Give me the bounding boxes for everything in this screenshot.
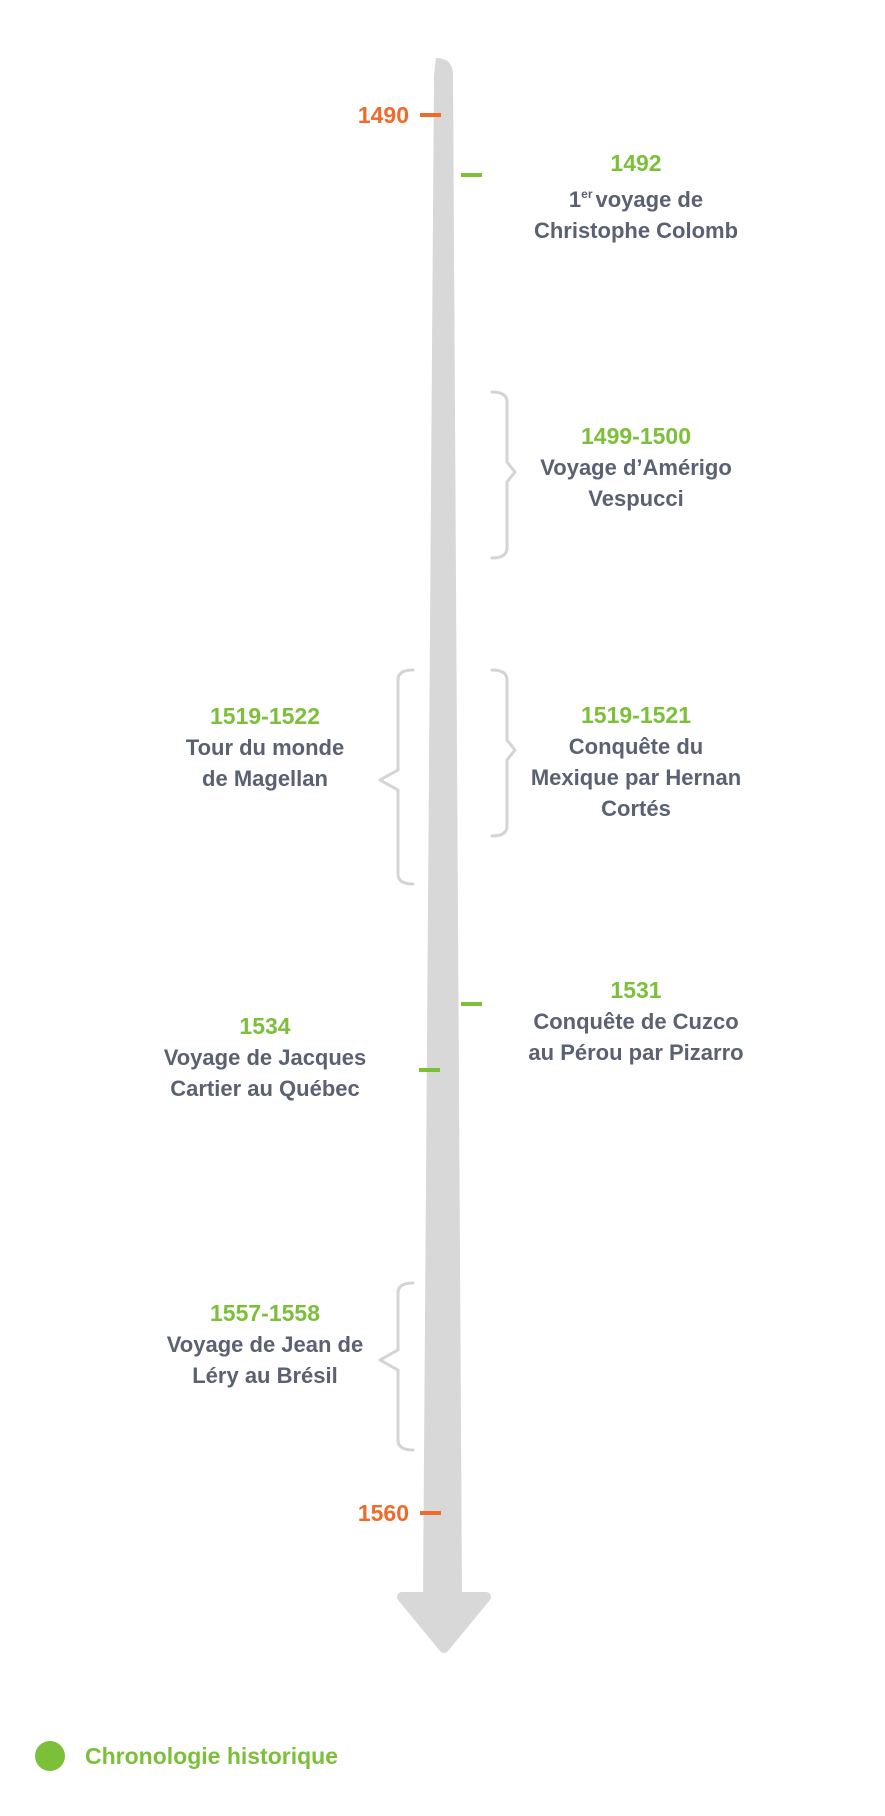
event-1519-1521: 1519-1521 Conquête du Mexique par Hernan… [506, 700, 766, 824]
timeline-axis [423, 58, 462, 1595]
event-description: Christophe Colomb [533, 218, 739, 243]
event-1519-1522: 1519-1522 Tour du monde de Magellan [135, 701, 395, 794]
bracket-1499-1500 [490, 390, 517, 560]
period-start-year: 1490 [357, 102, 409, 128]
event-description: Cartier au Québec [170, 1076, 360, 1101]
event-description: Voyage de Jacques [163, 1045, 367, 1070]
event-description: Conquête de Cuzco [533, 1009, 739, 1034]
event-description: Cortés [601, 796, 671, 821]
event-1534: 1534 Voyage de Jacques Cartier au Québec [135, 1011, 395, 1104]
event-date: 1492 [610, 150, 662, 176]
legend-label: Chronologie historique [85, 1742, 338, 1769]
event-date: 1519-1521 [581, 702, 691, 728]
event-date: 1499-1500 [581, 423, 691, 449]
period-end-year: 1560 [357, 1500, 409, 1526]
event-date: 1534 [239, 1013, 291, 1039]
event-description: Vespucci [588, 486, 684, 511]
event-description: Voyage de Jean de [166, 1332, 364, 1357]
event-description: Mexique par Hernan [530, 765, 742, 790]
event-description: Léry au Brésil [192, 1363, 338, 1388]
timeline-arrowhead [397, 1592, 491, 1653]
event-date: 1519-1522 [210, 703, 320, 729]
bracket-1519-1522 [378, 668, 415, 886]
event-description: Tour du monde [185, 735, 345, 760]
event-1557-1558: 1557-1558 Voyage de Jean de Léry au Brés… [135, 1298, 395, 1391]
event-date: 1557-1558 [210, 1300, 320, 1326]
bracket-1519-1521 [490, 668, 517, 838]
bracket-1557-1558 [378, 1281, 415, 1452]
event-description: de Magellan [202, 766, 328, 791]
legend-dot-icon [35, 1741, 65, 1771]
legend: Chronologie historique [35, 1740, 338, 1772]
event-description: Conquête du [568, 734, 704, 759]
event-1531: 1531 Conquête de Cuzco au Pérou par Piza… [506, 975, 766, 1068]
event-1499-1500: 1499-1500 Voyage d’Amérigo Vespucci [506, 421, 766, 514]
event-description: au Pérou par Pizarro [528, 1040, 744, 1065]
event-description: Voyage d’Amérigo [540, 455, 732, 480]
event-date: 1531 [610, 977, 662, 1003]
